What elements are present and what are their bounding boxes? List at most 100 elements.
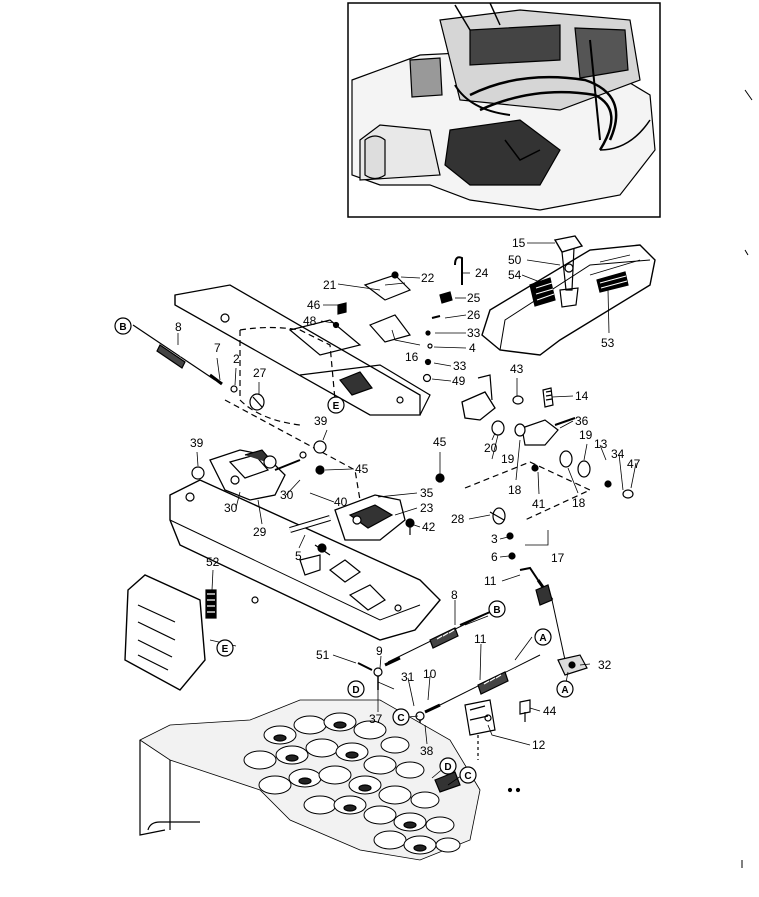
label-15: 15 [512, 236, 526, 250]
label-53: 53 [601, 336, 615, 350]
cable-8-upper [132, 324, 265, 411]
label-18-right: 18 [572, 496, 586, 510]
svg-text:B: B [119, 322, 126, 333]
label-7: 7 [214, 341, 221, 355]
label-45-center: 45 [355, 462, 369, 476]
svg-text:D: D [352, 685, 359, 696]
svg-text:A: A [539, 633, 546, 644]
label-19-left: 19 [501, 452, 515, 466]
label-33-lower: 33 [453, 359, 467, 373]
label-42: 42 [422, 520, 436, 534]
bracket-29 [191, 440, 327, 501]
ref-marker-c-upper: C [392, 708, 410, 726]
ref-marker-d-upper: D [347, 680, 365, 698]
label-41: 41 [532, 497, 546, 511]
label-11-upper: 11 [484, 574, 497, 588]
svg-text:B: B [493, 605, 500, 616]
label-47: 47 [627, 457, 641, 471]
label-8-lower: 8 [451, 588, 458, 602]
console-cover [481, 235, 656, 356]
label-43: 43 [510, 362, 524, 376]
valve-block [139, 699, 521, 861]
label-37: 37 [369, 712, 383, 726]
label-28: 28 [451, 512, 465, 526]
label-35: 35 [420, 486, 434, 500]
svg-text:E: E [333, 401, 340, 412]
label-51: 51 [316, 648, 330, 662]
label-22: 22 [421, 271, 435, 285]
label-30-upper: 30 [280, 488, 294, 502]
label-48: 48 [303, 314, 317, 328]
svg-text:A: A [561, 685, 568, 696]
label-11-lower: 11 [474, 632, 487, 646]
label-9: 9 [376, 644, 383, 658]
label-39-left: 39 [190, 436, 204, 450]
label-14: 14 [575, 389, 589, 403]
label-17: 17 [551, 551, 565, 565]
label-27: 27 [253, 366, 267, 380]
label-5: 5 [295, 549, 302, 563]
label-49: 49 [452, 374, 466, 388]
label-38: 38 [420, 744, 434, 758]
bracket-12 [464, 699, 531, 760]
label-23: 23 [420, 501, 434, 515]
label-8-upper: 8 [175, 320, 182, 334]
svg-text:C: C [397, 713, 404, 724]
label-45-right: 45 [433, 435, 447, 449]
label-24: 24 [475, 266, 489, 280]
label-39-center: 39 [314, 414, 328, 428]
label-33-upper: 33 [467, 326, 481, 340]
label-54: 54 [508, 268, 522, 282]
ref-marker-a-lower: A [556, 680, 574, 698]
ref-marker-b-lower: B [488, 600, 506, 618]
label-21: 21 [323, 278, 337, 292]
label-16: 16 [405, 350, 419, 364]
bracket-35 [289, 494, 415, 556]
svg-text:C: C [464, 771, 471, 782]
label-31: 31 [401, 670, 415, 684]
label-30-lower: 30 [224, 501, 238, 515]
label-20: 20 [484, 441, 498, 455]
inset-view [347, 2, 661, 218]
stray-marks [741, 89, 753, 868]
label-52: 52 [206, 555, 220, 569]
label-3: 3 [491, 532, 498, 546]
ref-marker-e-lower: E [216, 639, 234, 657]
label-6: 6 [491, 550, 498, 564]
lever-bracket [332, 256, 463, 383]
label-40: 40 [334, 495, 348, 509]
ref-marker-b-upper: B [114, 317, 132, 335]
upper-plate [174, 284, 431, 501]
label-10: 10 [423, 667, 437, 681]
label-34: 34 [611, 447, 625, 461]
linkage-parts [435, 374, 634, 560]
label-50: 50 [508, 253, 522, 267]
svg-text:E: E [222, 644, 229, 655]
label-32: 32 [598, 658, 612, 672]
label-25: 25 [467, 291, 481, 305]
label-19-right: 19 [579, 428, 593, 442]
label-36: 36 [575, 414, 589, 428]
label-44: 44 [543, 704, 557, 718]
reference-markers: B E E B A A D C [114, 317, 574, 784]
label-26: 26 [467, 308, 481, 322]
part-labels: 15 50 54 53 22 24 21 46 25 26 48 33 4 16… [175, 236, 641, 758]
ref-marker-d-lower: D [439, 757, 457, 775]
label-18-left: 18 [508, 483, 522, 497]
side-plate-52 [124, 574, 217, 691]
svg-text:D: D [444, 762, 451, 773]
ref-marker-c-lower: C [459, 766, 477, 784]
ref-marker-e-upper: E [327, 396, 345, 414]
leader-lines [177, 242, 637, 786]
label-12: 12 [532, 738, 546, 752]
label-2: 2 [233, 352, 240, 366]
ref-marker-a-upper: A [534, 628, 552, 646]
label-13: 13 [594, 437, 608, 451]
label-29: 29 [253, 525, 267, 539]
label-46: 46 [307, 298, 321, 312]
label-4: 4 [469, 341, 476, 355]
base-plate [169, 479, 441, 641]
inset-machine-sketch [351, 2, 656, 211]
